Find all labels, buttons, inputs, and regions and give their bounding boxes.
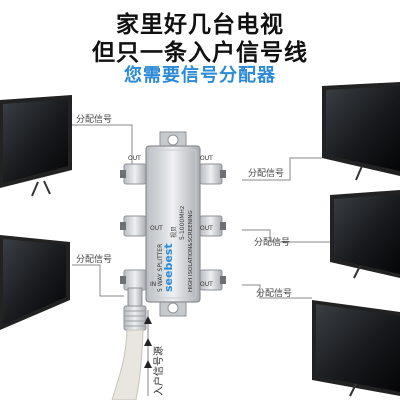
signal-label-bottom-right: 分配信号 [256, 287, 292, 299]
headline-line-1: 家里好几台电视 [116, 12, 284, 38]
source-label: 入户信号源 [152, 346, 165, 396]
splitter-device [120, 131, 226, 317]
port-label-in: IN [150, 281, 156, 288]
headline-line-3: 您需要信号分配器 [124, 65, 276, 86]
port-label-out-2: OUT [150, 225, 163, 232]
signal-lines [72, 124, 330, 396]
tv-top-right [322, 82, 400, 181]
signal-label-middle-right: 分配信号 [254, 236, 290, 248]
port-label-out-5: OUT [200, 155, 213, 162]
coax-cable [111, 287, 147, 400]
signal-arrows [144, 316, 152, 368]
splitter-model: 5 WAY SPLITTER [157, 244, 164, 292]
signal-label-top-left: 分配信号 [76, 113, 112, 125]
headline-line-2: 但只一条入户信号线 [92, 40, 308, 66]
tv-bottom-left [0, 235, 70, 330]
tv-top-left [0, 95, 72, 197]
port-label-out-1: OUT [128, 155, 141, 162]
signal-label-top-right: 分配信号 [248, 167, 284, 179]
tv-bottom-right [312, 300, 400, 397]
signal-label-bottom-left: 分配信号 [76, 253, 112, 265]
port-label-out-4: OUT [200, 281, 213, 288]
splitter-freq: 5-1000MHz [179, 206, 186, 240]
tv-middle-right [330, 190, 400, 279]
port-label-out-3: OUT [200, 225, 213, 232]
splitter-brand-cn: 视贝 [170, 226, 178, 238]
splitter-spec: HIGH ISOLATION&SCREENING [188, 210, 194, 292]
splitter-brand: seebest [162, 243, 175, 292]
